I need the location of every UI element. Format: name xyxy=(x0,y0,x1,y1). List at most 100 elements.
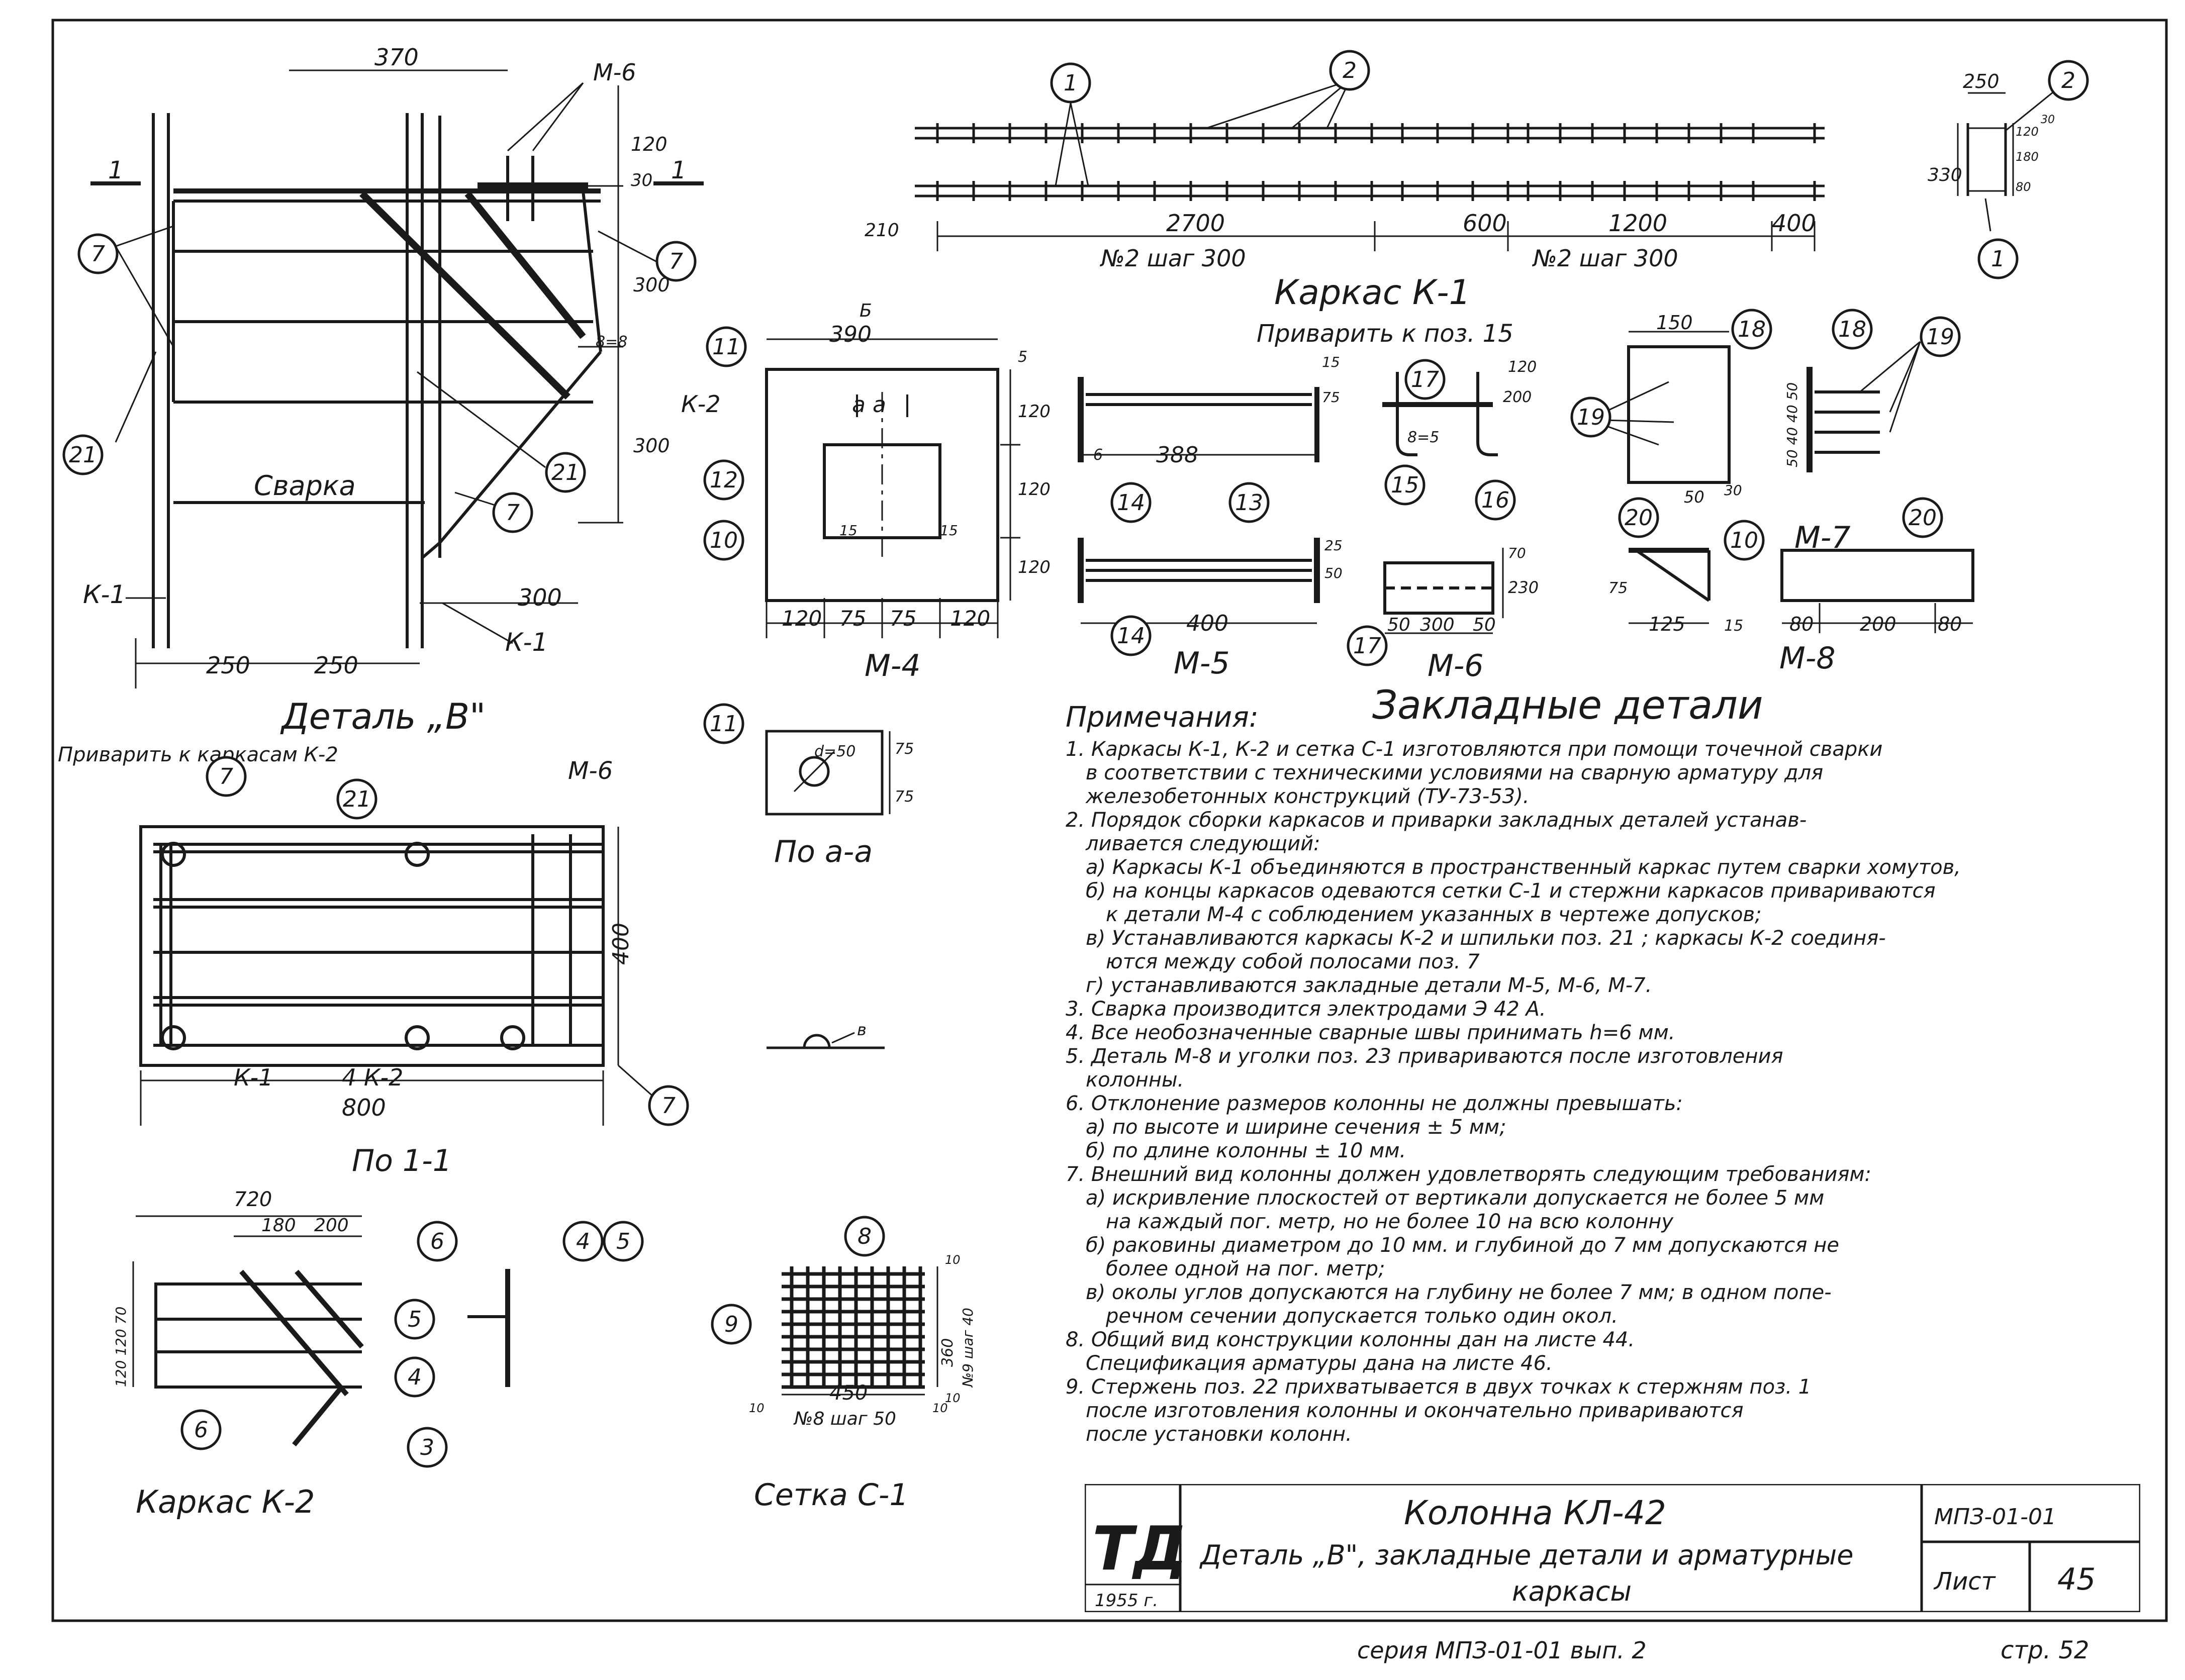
callout-number: 17 xyxy=(1353,633,1381,659)
k1-dim-2700: 2700 xyxy=(1166,210,1225,237)
notes-line: в) околы углов допускаются на глубину не… xyxy=(1086,1281,1832,1304)
k1-dim-210: 210 xyxy=(865,220,899,241)
m4-marker-b: Б xyxy=(860,301,872,321)
callout-number: 10 xyxy=(710,528,738,553)
dim-250-a: 250 xyxy=(206,652,250,679)
callout-number: 7 xyxy=(669,249,683,274)
callout-circle xyxy=(1329,50,1370,91)
callout-circle xyxy=(336,778,377,820)
notes-line: 9. Стержень поз. 22 прихватывается в дву… xyxy=(1066,1375,1812,1399)
notes-line: ливается следующий: xyxy=(1086,832,1320,855)
dim-300: 300 xyxy=(518,584,562,611)
callout-circle xyxy=(545,452,586,493)
c1-dim-10-b: 10 xyxy=(932,1401,948,1415)
section-aa-75-a: 75 xyxy=(895,740,914,758)
callout-circle xyxy=(1110,482,1152,523)
k1-rungs xyxy=(936,123,1816,201)
label-weld-to-frames: Приварить к каркасам К-2 xyxy=(58,743,338,766)
c1-dim-10-d: 10 xyxy=(945,1391,961,1405)
m8-dim-75: 75 xyxy=(1608,579,1628,597)
stamp-code: МПЗ-01-01 xyxy=(1934,1504,2056,1530)
callout-number: 19 xyxy=(1926,324,1954,350)
k1-section-drawing xyxy=(1957,87,2059,232)
callout-circle xyxy=(1618,497,1659,538)
callout-number: 4 xyxy=(408,1364,422,1390)
title-detail-b: Деталь „В" xyxy=(280,696,486,737)
m4-dim-15-a: 15 xyxy=(839,522,858,539)
callout-number: 11 xyxy=(710,711,738,737)
frame-k1-drawing xyxy=(915,79,1825,251)
callout-circle xyxy=(562,1221,604,1262)
notes-line: речном сечении допускается только один о… xyxy=(1106,1305,1618,1328)
callout-number: 1 xyxy=(1064,70,1078,96)
callout-number: 20 xyxy=(1625,505,1653,531)
callout-number: 11 xyxy=(712,334,740,360)
callout-number: 5 xyxy=(408,1307,422,1332)
label-k2: К-2 xyxy=(681,390,721,418)
m4-dim-75-a: 75 xyxy=(839,606,866,631)
callout-number: 6 xyxy=(430,1229,444,1254)
callout-circle xyxy=(1347,625,1388,666)
notes-line: в) Устанавливаются каркасы К-2 и шпильки… xyxy=(1086,927,1886,950)
sec-dim-180: 180 xyxy=(2016,150,2039,164)
callout-circle xyxy=(394,1356,435,1398)
callout-circle xyxy=(1228,482,1270,523)
callout-number: 20 xyxy=(1909,505,1937,531)
callout-circle xyxy=(62,434,104,475)
callout-number: 6 xyxy=(194,1417,208,1443)
sec-dim-250: 250 xyxy=(1963,70,2000,92)
c1-dim-10-a: 10 xyxy=(749,1401,765,1415)
callout-circle xyxy=(180,1409,222,1450)
stamp-title-3: каркасы xyxy=(1512,1575,1632,1607)
notes-line: 4. Все необозначенные сварные швы приним… xyxy=(1066,1021,1675,1044)
label-b8: 8=8 xyxy=(596,333,627,351)
m4-section-aa: а а xyxy=(852,392,886,418)
notes-line: 1. Каркасы К-1, К-2 и сетка С-1 изготовл… xyxy=(1066,738,1883,761)
c1-dim-10-c: 10 xyxy=(945,1253,961,1267)
k2-dim-vert: 120 120 70 xyxy=(113,1307,129,1387)
dim-300-c: 300 xyxy=(633,435,670,457)
frame-k2-drawing xyxy=(132,1215,510,1447)
s11-label-m6: М-6 xyxy=(568,757,613,785)
sec-dim-120: 120 xyxy=(2016,125,2039,139)
sheet-frame xyxy=(51,19,2168,1622)
m6-dim-b5: 8=5 xyxy=(1407,429,1439,446)
callout-circle xyxy=(1977,238,2019,279)
section-aa-75-b: 75 xyxy=(895,788,914,806)
callout-number: 21 xyxy=(551,460,580,485)
notes-line: к детали М-4 с соблюдением указанных в ч… xyxy=(1106,903,1762,926)
callout-circle xyxy=(603,1221,644,1262)
callout-number: 3 xyxy=(420,1435,434,1460)
callout-circle xyxy=(2048,60,2089,101)
m5-dim-15: 15 xyxy=(1322,354,1340,370)
callout-number: 19 xyxy=(1577,405,1605,430)
title-frame-k2: Каркас К-2 xyxy=(136,1484,315,1520)
k1-step-1: №2 шаг 300 xyxy=(1099,245,1246,272)
notes-line: б) на концы каркасов одеваются сетки С-1… xyxy=(1086,879,1936,903)
k1-dim-600: 600 xyxy=(1463,210,1507,237)
callout-circle xyxy=(394,1299,435,1340)
notes-line: Спецификация арматуры дана на листе 46. xyxy=(1086,1352,1553,1375)
dim-120: 120 xyxy=(631,133,668,155)
section-mark-right: 1 xyxy=(671,156,687,184)
notes-line: после изготовления колонны и окончательн… xyxy=(1086,1399,1744,1422)
callout-circle xyxy=(1475,479,1516,521)
m5-dim-400: 400 xyxy=(1186,611,1228,636)
k2-dim-200: 200 xyxy=(314,1215,349,1236)
section-aa-drawing xyxy=(765,730,891,816)
notes-line: б) по длине колонны ± 10 мм. xyxy=(1086,1139,1406,1162)
callout-circle xyxy=(1050,62,1091,104)
weld-legend-b: в xyxy=(857,1020,867,1039)
m8-dim-15: 15 xyxy=(1724,617,1743,635)
label-k1-right: К-1 xyxy=(505,628,548,657)
notes-line: после установки колонн. xyxy=(1086,1423,1352,1446)
m4-dim-v120-a: 120 xyxy=(1018,402,1051,422)
s11-label-k1: К-1 xyxy=(234,1064,273,1091)
k1-dim-1200: 1200 xyxy=(1608,210,1667,237)
callout-circle xyxy=(844,1216,885,1257)
footer-page: стр. 52 xyxy=(2001,1636,2089,1664)
callout-circle xyxy=(648,1085,689,1126)
title-m5: М-5 xyxy=(1174,646,1230,681)
callout-number: 7 xyxy=(661,1093,676,1119)
